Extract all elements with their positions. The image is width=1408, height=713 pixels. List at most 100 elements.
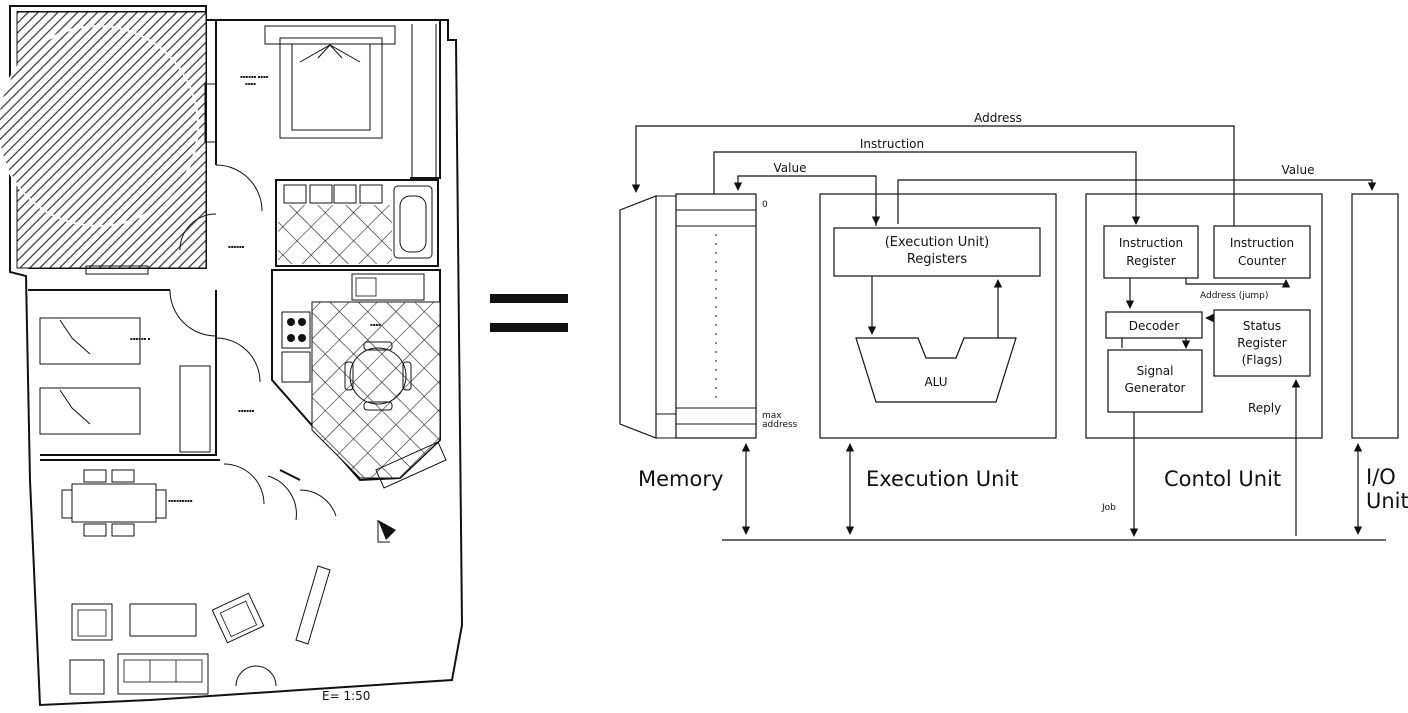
control-unit-label: Contol Unit [1164,467,1281,491]
kitchen-tile-floor [311,301,441,479]
armchair-seat [77,609,107,637]
bed-mattress [291,43,371,131]
single-bed [39,317,141,365]
chair [363,341,393,351]
armchair [211,592,265,644]
equals-bar-top [490,294,568,303]
dining-table [71,483,157,523]
armchair-seat [219,600,258,638]
room-label: ▪▪▪▪▪▪ ▪▪▪▪ [240,74,269,79]
wardrobe [411,24,437,178]
door-swing [215,337,261,383]
equals-bar-bottom [490,323,568,332]
armchair [71,603,113,641]
decoder-label: Decoder [1129,319,1180,333]
sofa-cushions [123,659,203,683]
io-unit-block [1351,193,1399,439]
address-label: Address [974,111,1022,125]
side-table [69,659,105,695]
north-arrow-icon [377,520,390,543]
bed-pillows [299,44,361,63]
bathtub [393,185,433,259]
room-label: ▪▪▪▪▪▪ [238,408,255,413]
burner [298,318,306,326]
coffee-table [129,603,197,637]
address-jump-wire [1185,278,1291,288]
memory-top-index: 0 [762,200,768,210]
memory-label: Memory [638,467,723,491]
floor-plan: ▪▪▪▪▪▪ ▪▪▪▪ ▪▪▪▪ ▪▪▪▪▪▪ ▪▪▪▪ [0,5,464,707]
chair [363,401,393,411]
room-area: ▪▪▪▪ [245,81,256,86]
door-swing [179,213,217,251]
wardrobe [179,365,211,453]
value-wire-right [897,179,1377,224]
chair [83,469,107,483]
burner [298,334,306,342]
round-rug [0,25,199,227]
fridge [281,351,311,383]
memory-cell-rows [676,209,756,425]
value-wire-left [733,175,877,226]
value-right-label: Value [1282,163,1315,177]
door-swing [235,665,277,687]
decoder-to-signal-arrow [1121,338,1186,348]
status-register-box [1213,309,1311,377]
bathroom-wall [275,179,439,267]
sofa [117,653,209,695]
room-label: ▪▪▪▪▪▪ [228,244,245,249]
bathtub-basin [399,195,427,253]
dining-table-round [349,347,407,405]
door-swing [169,289,217,337]
sink [355,277,377,297]
chair [83,523,107,537]
bathroom-tile-floor [278,205,392,264]
instruction-register-box [1103,225,1199,279]
single-bed [39,387,141,435]
chair [155,489,167,519]
job-label: Job [1101,503,1116,513]
burner [287,334,295,342]
memory-connector [656,195,676,439]
terrace-door [85,265,149,275]
execution-registers-box [833,227,1041,277]
instruction-label: Instruction [860,137,924,151]
room-label: ▪▪▪▪▪▪ ▪ [130,336,151,341]
decoder-box [1105,311,1203,339]
living-window [295,565,331,645]
chair [111,523,135,537]
bidet [359,184,383,204]
bedroom-two-wall [28,289,217,456]
double-bed [279,37,383,139]
scale-label: E= 1:50 [322,689,370,703]
execution-registers-label: (Execution Unit)Registers [885,235,990,267]
chair [344,361,354,391]
sofa-cushion-lines [149,660,177,682]
north-arrow-icon [378,520,396,540]
instruction-counter-box [1213,225,1311,279]
alu-label: ALU [924,375,947,389]
sink-1 [283,184,307,204]
address-jump-label: Address (jump) [1200,291,1268,301]
alu-shape [855,337,1017,403]
bedroom-top-wall [215,19,441,179]
kitchen-counter [351,273,425,301]
bed-headboard [264,25,396,45]
door-swing [215,164,263,212]
kitchen-window [375,441,447,489]
living-wall [40,459,301,481]
room-label: ▪▪▪▪▪▪▪▪▪ [168,498,193,503]
signal-generator-box [1107,349,1203,413]
chair [402,361,412,391]
sink-2 [309,184,333,204]
chair [61,489,73,519]
door-swing [223,463,337,521]
